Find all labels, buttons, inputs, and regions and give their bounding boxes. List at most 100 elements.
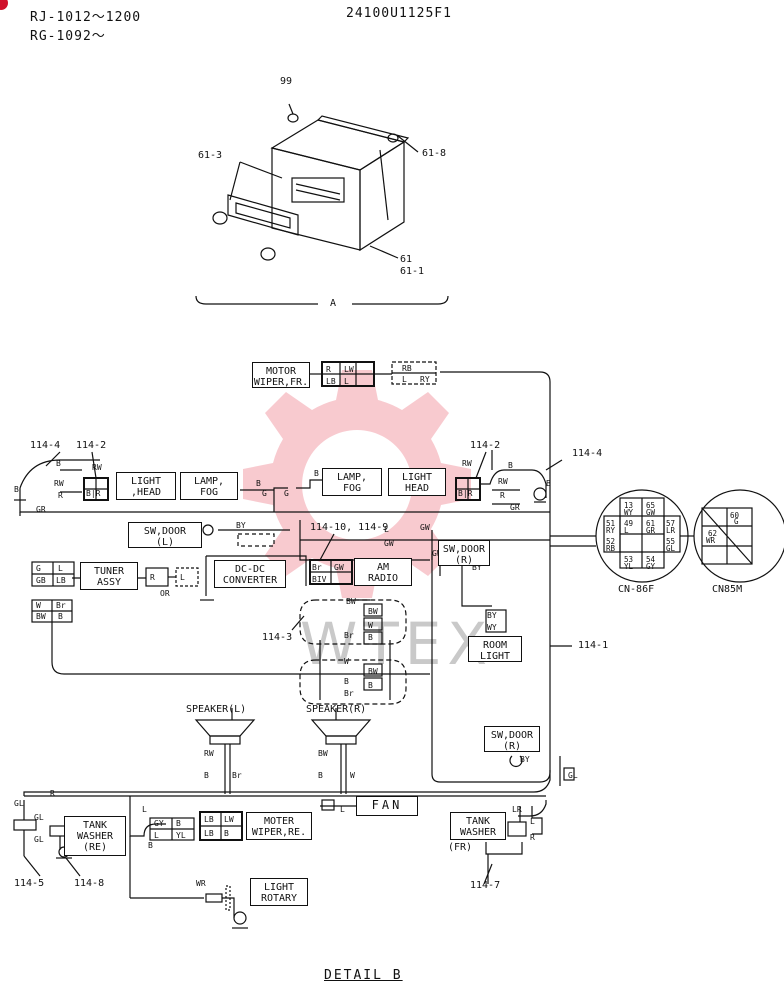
- tank-washer-fr-line2: WASHER: [459, 827, 497, 838]
- part-114-7: 114-7: [470, 880, 501, 891]
- svg-text:OR: OR: [160, 589, 170, 598]
- svg-text:LB: LB: [204, 815, 214, 824]
- svg-text:B: B: [224, 829, 229, 838]
- am-radio-line1: AM: [376, 562, 390, 573]
- svg-text:GR: GR: [510, 503, 520, 512]
- sw-door-l-line1: SW,DOOR: [143, 526, 187, 537]
- svg-text:YL: YL: [624, 562, 634, 571]
- svg-text:GL: GL: [34, 813, 44, 822]
- svg-text:LR: LR: [666, 526, 676, 535]
- svg-text:GW: GW: [420, 523, 430, 532]
- svg-text:BW: BW: [368, 667, 378, 676]
- sw-door-r-top-box: SW,DOOR (R): [438, 540, 490, 566]
- cn85m-label: CN85M: [712, 584, 743, 595]
- svg-text:52: 52: [606, 537, 615, 546]
- svg-text:BY: BY: [472, 563, 482, 572]
- svg-text:GW: GW: [646, 508, 656, 517]
- sw-door-r-top-line1: SW,DOOR: [442, 544, 486, 555]
- lamp-fog-left-line1: LAMP,: [193, 476, 225, 487]
- svg-text:B|R: B|R: [86, 489, 101, 498]
- svg-text:BIV: BIV: [312, 575, 327, 584]
- svg-text:B: B: [318, 771, 323, 780]
- fan-box: FAN: [356, 796, 418, 816]
- tank-washer-fr-line1: TANK: [465, 816, 491, 827]
- svg-text:BW: BW: [346, 597, 356, 606]
- svg-text:LB: LB: [56, 576, 66, 585]
- svg-text:57: 57: [666, 519, 675, 528]
- fan-label: FAN: [371, 798, 403, 812]
- light-head-right-line1: LIGHT: [401, 472, 433, 483]
- svg-text:RY: RY: [420, 375, 430, 384]
- svg-text:L: L: [154, 831, 159, 840]
- moter-wiper-re-line1: MOTER: [263, 816, 295, 827]
- part-114-8: 114-8: [74, 878, 105, 889]
- svg-text:GR: GR: [646, 526, 656, 535]
- svg-text:R: R: [50, 789, 55, 798]
- part-114-4-left: 114-4: [30, 440, 61, 451]
- label-61: 61: [400, 254, 413, 265]
- svg-text:B: B: [204, 771, 209, 780]
- svg-text:G: G: [734, 517, 739, 526]
- svg-text:61: 61: [646, 519, 655, 528]
- speaker-r-cone: [310, 719, 372, 737]
- svg-text:GL: GL: [666, 544, 676, 553]
- light-head-left-box: LIGHT ,HEAD: [116, 472, 176, 500]
- svg-text:BY: BY: [520, 755, 530, 764]
- tank-washer-fr-suffix: (FR): [448, 842, 473, 853]
- svg-text:GL: GL: [14, 799, 24, 808]
- part-114-2-left: 114-2: [76, 440, 107, 451]
- svg-text:W: W: [36, 601, 41, 610]
- svg-text:BY: BY: [487, 611, 497, 620]
- svg-text:L: L: [344, 377, 349, 386]
- svg-text:L: L: [180, 573, 185, 582]
- svg-text:B: B: [344, 677, 349, 686]
- detail-b-caption: DETAIL B: [324, 968, 403, 983]
- tuner-assy-box: TUNER ASSY: [80, 562, 138, 590]
- svg-text:65: 65: [646, 501, 655, 510]
- part-number: 24100U1125F1: [346, 6, 452, 21]
- svg-text:GB: GB: [36, 576, 46, 585]
- speaker-r-label: SPEAKER(R): [306, 704, 367, 715]
- screw-61-8: [387, 133, 399, 143]
- svg-text:GY: GY: [154, 819, 164, 828]
- svg-text:L: L: [624, 526, 629, 535]
- svg-text:G: G: [262, 489, 267, 498]
- svg-text:B: B: [58, 612, 63, 621]
- svg-text:GR: GR: [36, 505, 46, 514]
- svg-text:LR: LR: [512, 805, 522, 814]
- svg-text:55: 55: [666, 537, 675, 546]
- svg-text:B: B: [148, 841, 153, 850]
- motor-wiper-fr-box: MOTOR WIPER,FR.: [252, 362, 310, 388]
- radio-bezel: [227, 194, 299, 236]
- svg-text:WY: WY: [624, 508, 634, 517]
- am-radio-line2: RADIO: [367, 573, 399, 584]
- svg-text:RW: RW: [462, 459, 472, 468]
- dc-dc-converter-line1: DC-DC: [234, 564, 266, 575]
- svg-text:LB: LB: [326, 377, 336, 386]
- label-99: 99: [280, 76, 293, 87]
- svg-text:W: W: [344, 657, 349, 666]
- light-rotary-line1: LIGHT: [263, 882, 295, 893]
- svg-text:49: 49: [624, 519, 633, 528]
- svg-text:WR: WR: [196, 879, 206, 888]
- light-head-left-line2: ,HEAD: [130, 487, 162, 498]
- lamp-fog-left-line2: FOG: [199, 487, 219, 498]
- sw-door-l-box: SW,DOOR (L): [128, 522, 202, 548]
- svg-text:54: 54: [646, 555, 656, 564]
- svg-text:53: 53: [624, 555, 633, 564]
- room-light-line1: ROOM: [482, 640, 508, 651]
- knob-right: [260, 247, 276, 261]
- svg-text:B: B: [368, 681, 373, 690]
- knob-left: [212, 211, 228, 225]
- radio-unit-top: [270, 119, 406, 171]
- part-114-1: 114-1: [578, 640, 609, 651]
- moter-wiper-re-box: MOTER WIPER,RE.: [246, 812, 312, 840]
- svg-text:L: L: [384, 525, 389, 534]
- light-head-right-line2: HEAD: [404, 483, 430, 494]
- room-light-line2: LIGHT: [479, 651, 511, 662]
- svg-text:R: R: [150, 573, 155, 582]
- svg-text:RB: RB: [402, 364, 412, 373]
- svg-text:B: B: [14, 485, 19, 494]
- label-61-8: 61-8: [422, 148, 447, 159]
